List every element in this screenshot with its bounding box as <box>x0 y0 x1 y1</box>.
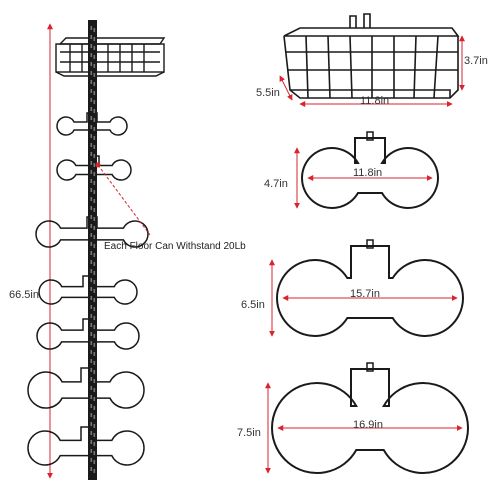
load-annotation: Each Floor Can Withstand 20Lb <box>95 162 246 252</box>
ring-details <box>265 131 469 474</box>
basket-depth-label: 5.5in <box>256 87 280 99</box>
ring-hook-3 <box>366 362 374 372</box>
rack-tower: 66.5in Each Floor Can Withst <box>9 20 246 480</box>
basket-height-label: 3.7in <box>464 55 488 67</box>
rack-ring-4 <box>38 275 138 305</box>
basket-drawing <box>283 13 460 99</box>
ring-large-width-label: 16.9in <box>353 419 383 431</box>
basket-width-label: 11.8in <box>360 95 389 107</box>
rack-ring-1 <box>56 112 128 136</box>
ring-large-height-label: 7.5in <box>237 427 261 439</box>
ring-medium-width-label: 15.7in <box>350 288 380 300</box>
rack-pole <box>88 20 97 480</box>
rack-ring-7 <box>27 426 145 466</box>
ring-hook-1 <box>366 131 374 141</box>
basket-detail: 11.8in 5.5in 3.7in <box>256 13 488 107</box>
top-basket <box>55 37 166 77</box>
rack-height-label: 66.5in <box>9 289 39 301</box>
ring-detail-2 <box>276 245 464 337</box>
ring-hook-2 <box>366 239 374 249</box>
rack-ring-5 <box>36 318 140 350</box>
rack-ring-2 <box>56 155 132 181</box>
ring-medium-height-label: 6.5in <box>241 299 265 311</box>
ring-small-width-label: 11.8in <box>353 167 382 179</box>
rack-rings <box>27 112 149 466</box>
ring-detail-3 <box>271 368 469 474</box>
ring-detail-1 <box>301 137 439 209</box>
rack-ring-3 <box>35 216 149 248</box>
ring-small-height-label: 4.7in <box>264 178 288 190</box>
load-note: Each Floor Can Withstand 20Lb <box>104 241 246 252</box>
rack-ring-6 <box>27 367 145 409</box>
